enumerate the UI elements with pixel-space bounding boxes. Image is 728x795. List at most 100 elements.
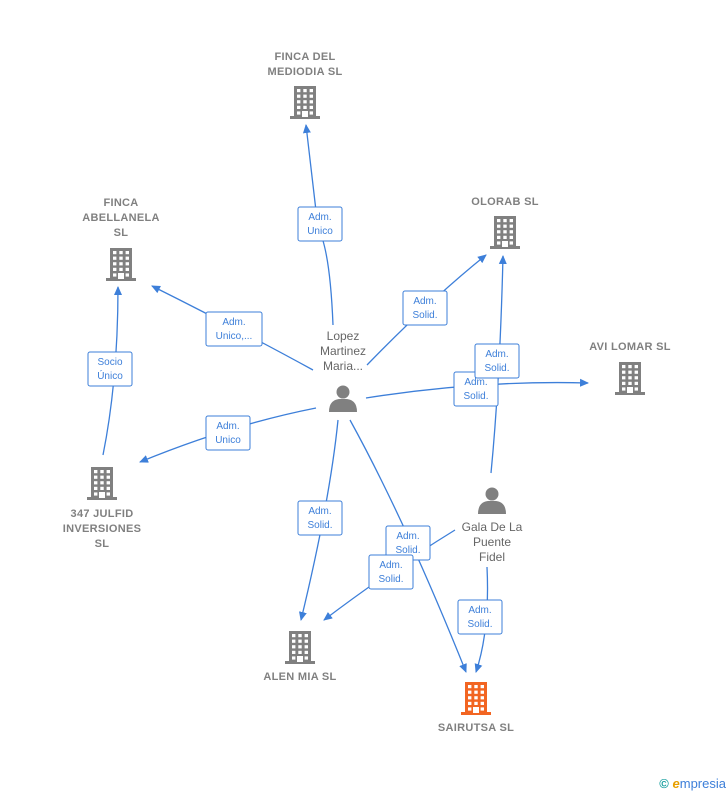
edge-label-lopez-martinez-to-finca-del-mediodia[interactable]: Adm.Unico — [297, 206, 343, 242]
brand-name: mpresia — [679, 776, 726, 791]
edge-label-gala-de-la-puente-to-alen-mia[interactable]: Adm. Solid. — [368, 554, 414, 590]
edge-labels-layer: Adm.UnicoAdm.Unico,...Adm.Solid.Adm.Soli… — [87, 206, 520, 635]
nodes-layer: FINCA DEL MEDIODIA SL FINCA ABELLANELA SL OLO… — [63, 51, 671, 734]
company-label-sairutsa-line: SAIRUTSA SL — [438, 722, 514, 734]
company-label-alen-mia[interactable]: ALEN MIA SL — [263, 671, 336, 683]
company-node-finca-del-mediodia[interactable]: FINCA DEL MEDIODIA SL — [267, 51, 342, 119]
company-node-olorab[interactable]: OLORAB SL — [471, 196, 538, 249]
copyright-symbol: © — [659, 776, 669, 791]
edge-label-line: Único — [97, 369, 123, 382]
edge-label-line: Solid. — [463, 391, 488, 402]
company-label-finca-del-mediodia-line: MEDIODIA SL — [267, 66, 342, 78]
edge-label-box — [205, 415, 251, 451]
edge-label-line: Adm. — [485, 349, 508, 360]
edge-label-lopez-martinez-to-finca-abellanela[interactable]: Adm. Unico,... — [205, 311, 263, 347]
edge-label-line: Unico,... — [216, 331, 253, 342]
building-icon — [285, 631, 315, 664]
edge-label-box — [297, 500, 343, 536]
edge-label-line: Adm. — [413, 296, 436, 307]
edge-label-line: Adm. — [464, 377, 487, 388]
edge-label-lopez-martinez-to-347-julfid[interactable]: Adm. Unico — [205, 415, 251, 451]
edge-label-gala-de-la-puente-to-sairutsa[interactable]: Adm. Solid. — [457, 599, 503, 635]
company-label-olorab[interactable]: OLORAB SL — [471, 196, 538, 208]
edge-label-line: Solid. — [378, 574, 403, 585]
edge-label-box — [297, 206, 343, 242]
person-icon — [478, 487, 506, 514]
edge-label-text: Adm. Solid. — [412, 296, 437, 321]
edge-label-box — [205, 311, 263, 347]
company-label-finca-abellanela-line: FINCA — [103, 197, 138, 209]
company-label-finca-del-mediodia-line: FINCA DEL — [275, 51, 336, 63]
edge-label-box — [368, 554, 414, 590]
person-label-lopez-martinez-line: Martinez — [320, 344, 366, 358]
building-icon — [490, 216, 520, 249]
edge-label-text: Adm. Solid. — [484, 349, 509, 374]
company-label-olorab-line: OLORAB SL — [471, 196, 538, 208]
company-node-sairutsa[interactable]: SAIRUTSA SL — [438, 682, 514, 734]
company-node-avi-lomar[interactable]: AVI LOMAR SL — [589, 341, 671, 395]
edge-label-line: Solid. — [412, 310, 437, 321]
company-node-finca-abellanela[interactable]: FINCA ABELLANELA SL — [82, 197, 160, 281]
building-icon — [461, 682, 491, 715]
person-label-lopez-martinez-line: Maria... — [323, 359, 363, 373]
building-icon — [106, 248, 136, 281]
company-label-finca-abellanela[interactable]: FINCA ABELLANELA SL — [82, 197, 160, 239]
edge-label-text: Adm. Solid. — [395, 531, 420, 556]
edge-label-box — [87, 351, 133, 387]
edge-label-text: Adm. Solid. — [467, 605, 492, 630]
edge-label-lopez-martinez-to-olorab[interactable]: Adm. Solid. — [402, 290, 448, 326]
person-icon — [329, 385, 357, 412]
company-label-347-julfid-line: 347 JULFID — [71, 508, 134, 520]
empresia-watermark: © empresia — [659, 776, 726, 791]
company-label-sairutsa[interactable]: SAIRUTSA SL — [438, 722, 514, 734]
edge-label-line: Solid. — [484, 363, 509, 374]
edge-label-box — [402, 290, 448, 326]
edge-label-text: Adm. Solid. — [307, 506, 332, 531]
building-icon — [615, 362, 645, 395]
brand-initial: e — [672, 776, 680, 791]
building-icon — [87, 467, 117, 500]
company-label-finca-del-mediodia[interactable]: FINCA DEL MEDIODIA SL — [267, 51, 342, 78]
edge-label-line: Adm. — [468, 605, 491, 616]
edge-label-line: Solid. — [467, 619, 492, 630]
edge-label-text: Adm. Unico,... — [216, 317, 253, 342]
company-label-347-julfid-line: SL — [95, 538, 110, 550]
edge-label-box — [457, 599, 503, 635]
person-label-lopez-martinez-line: Lopez — [327, 329, 360, 343]
person-label-gala-de-la-puente-line: Puente — [473, 535, 511, 549]
company-node-347-julfid[interactable]: 347 JULFID INVERSIONES SL — [63, 467, 142, 550]
edge-label-line: Unico — [215, 435, 241, 446]
edge-label-line: Unico — [307, 226, 333, 237]
edge-label-lopez-martinez-to-alen-mia[interactable]: Adm. Solid. — [297, 500, 343, 536]
edge-label-line: Solid. — [307, 520, 332, 531]
edge-label-gala-de-la-puente-to-olorab[interactable]: Adm. Solid. — [474, 343, 520, 379]
company-label-347-julfid[interactable]: 347 JULFID INVERSIONES SL — [63, 508, 142, 550]
edge-label-line: Adm. — [216, 421, 239, 432]
company-node-alen-mia[interactable]: ALEN MIA SL — [263, 631, 336, 683]
person-label-gala-de-la-puente-line: Fidel — [479, 550, 505, 564]
edge-label-text: Adm. Solid. — [378, 560, 403, 585]
edge-label-text: Adm.Unico — [307, 212, 333, 237]
company-label-347-julfid-line: INVERSIONES — [63, 523, 142, 535]
edge-label-text: Adm. Solid. — [463, 377, 488, 402]
edge-label-line: Adm. — [396, 531, 419, 542]
edge-label-line: Socio — [97, 357, 122, 368]
edge-label-text: Adm. Unico — [215, 421, 241, 446]
edge-label-line: Adm. — [308, 506, 331, 517]
edge-label-line: Adm. — [222, 317, 245, 328]
building-icon — [290, 86, 320, 119]
edge-label-line: Adm. — [379, 560, 402, 571]
edge-label-line: Solid. — [395, 545, 420, 556]
company-label-avi-lomar[interactable]: AVI LOMAR SL — [589, 341, 671, 353]
company-label-finca-abellanela-line: ABELLANELA — [82, 212, 160, 224]
company-label-alen-mia-line: ALEN MIA SL — [263, 671, 336, 683]
company-label-finca-abellanela-line: SL — [114, 227, 129, 239]
person-label-gala-de-la-puente-line: Gala De La — [462, 520, 523, 534]
